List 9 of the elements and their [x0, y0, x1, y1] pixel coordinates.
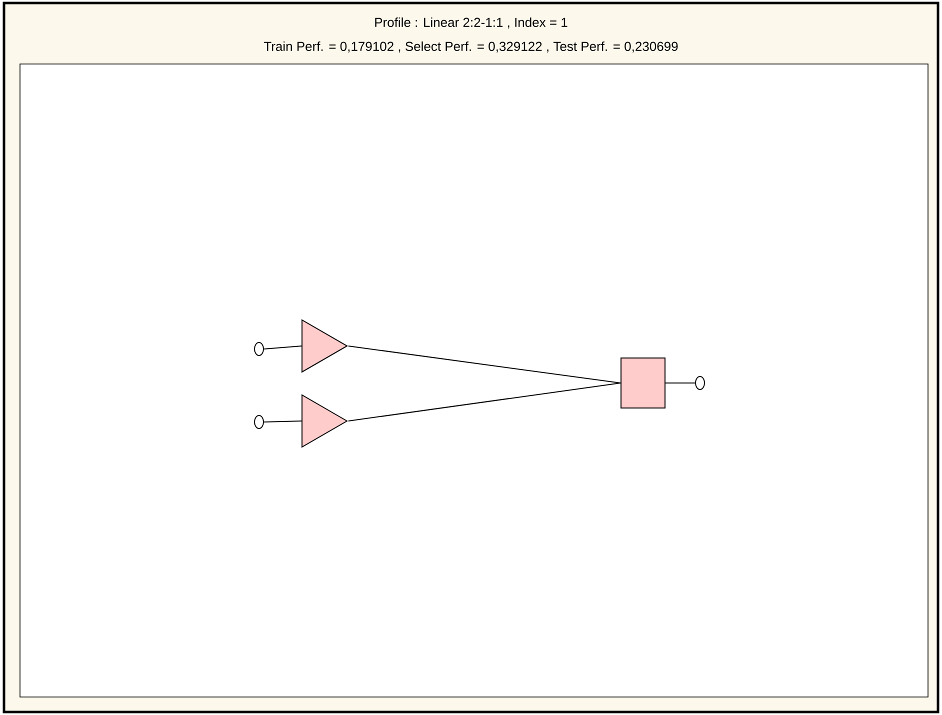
- connector-line: [264, 346, 302, 350]
- performance-line: Train Perf. = 0,179102 , Select Perf. = 0,329122 , Test Perf. = 0,230699: [264, 41, 678, 53]
- connector-line: [264, 420, 302, 422]
- title: Profile : Linear 2:2-1:1 , Index = 1: [375, 17, 568, 29]
- square-box: [620, 358, 666, 408]
- small-circle: [254, 415, 264, 429]
- connector-line: [348, 382, 621, 422]
- connector-line: [665, 382, 696, 384]
- connector-line: [348, 346, 621, 384]
